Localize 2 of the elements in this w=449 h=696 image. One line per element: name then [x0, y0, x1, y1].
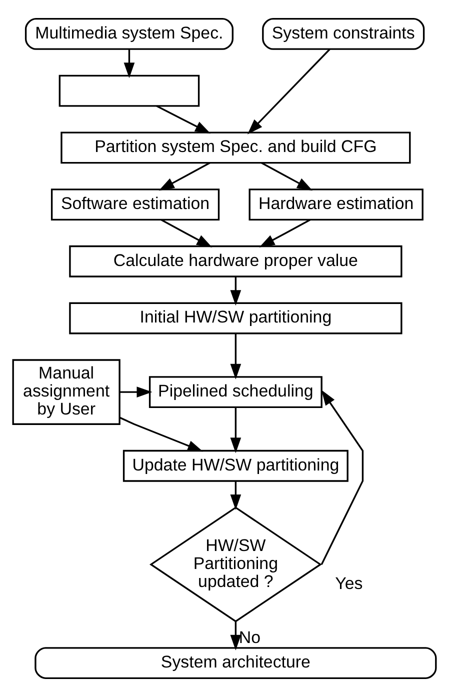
edge-label: No [238, 627, 261, 646]
edge-label: Yes [335, 573, 363, 592]
